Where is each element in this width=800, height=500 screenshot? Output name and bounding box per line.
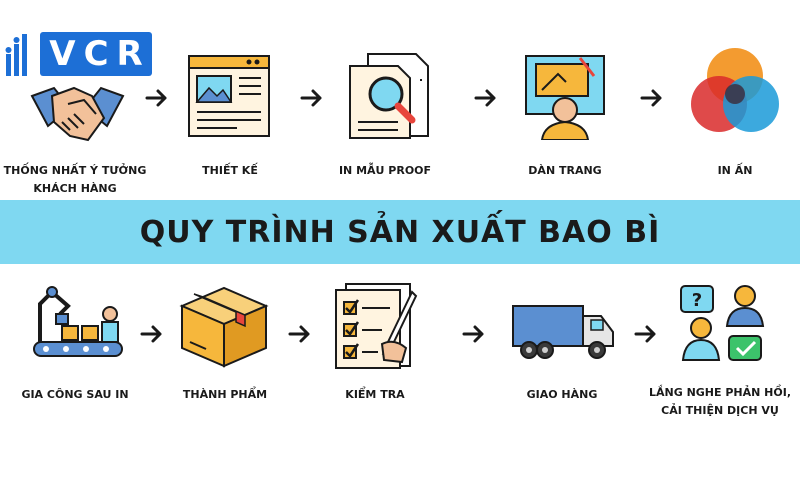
arrow-right-icon: [462, 324, 486, 344]
step-layout: DÀN TRANG: [490, 40, 640, 200]
step-agree-idea: THỐNG NHẤT Ý TƯỞNG KHÁCH HÀNG: [0, 40, 150, 200]
checklist-icon: [332, 282, 422, 374]
logo-letter-c: C: [83, 34, 109, 74]
logo-letter-v: V: [49, 34, 76, 74]
logo-letter-r: R: [116, 34, 143, 74]
step-post-press: GIA CÔNG SAU IN: [0, 280, 150, 440]
step-design: THIẾT KẾ: [155, 40, 305, 200]
step-label: GIA CÔNG SAU IN: [21, 388, 129, 401]
feedback-people-icon: ?: [677, 282, 769, 376]
arrow-right-icon: [474, 88, 498, 108]
step-finished-product: THÀNH PHẨM: [150, 280, 300, 440]
step-printing: IN ẤN: [660, 40, 800, 200]
factory-robot-icon: [30, 284, 126, 372]
web-layout-icon: [187, 54, 271, 142]
arrow-right-icon: [145, 88, 169, 108]
step-label: THÀNH PHẨM: [182, 388, 268, 401]
step-label: THIẾT KẾ: [202, 164, 258, 177]
step-label: IN MẪU PROOF: [338, 164, 432, 177]
logo-mark-icon: [0, 30, 40, 78]
step-inspection: KIỂM TRA: [300, 280, 450, 440]
step-label: IN ẤN: [717, 164, 753, 177]
step-feedback: ? LẮNG NGHE PHẢN HỒI, CẢI THIỆN DỊCH VỤ: [645, 280, 795, 460]
svg-text:?: ?: [692, 290, 702, 311]
document-magnifier-icon: [346, 52, 432, 144]
arrow-right-icon: [288, 324, 312, 344]
step-label: LẮNG NGHE PHẢN HỒI, CẢI THIỆN DỊCH VỤ: [648, 386, 792, 417]
step-delivery: GIAO HÀNG: [487, 280, 637, 440]
arrow-right-icon: [300, 88, 324, 108]
arrow-right-icon: [634, 324, 658, 344]
vcr-logo: V C R: [0, 30, 152, 78]
step-label: GIAO HÀNG: [526, 388, 598, 401]
arrow-right-icon: [140, 324, 164, 344]
designer-monitor-icon: [522, 54, 608, 144]
color-circles-icon: [690, 46, 780, 140]
step-label: THỐNG NHẤT Ý TƯỞNG KHÁCH HÀNG: [3, 164, 147, 195]
step-label: KIỂM TRA: [345, 388, 405, 401]
step-label: DÀN TRANG: [528, 164, 602, 177]
box-icon: [176, 282, 272, 372]
truck-icon: [511, 302, 615, 366]
handshake-icon: [30, 74, 125, 158]
title-banner: QUY TRÌNH SẢN XUẤT BAO BÌ: [0, 200, 800, 264]
arrow-right-icon: [640, 88, 664, 108]
logo-wordmark: V C R: [40, 32, 152, 76]
banner-title: QUY TRÌNH SẢN XUẤT BAO BÌ: [139, 214, 661, 250]
step-proof-print: IN MẪU PROOF: [310, 40, 460, 200]
